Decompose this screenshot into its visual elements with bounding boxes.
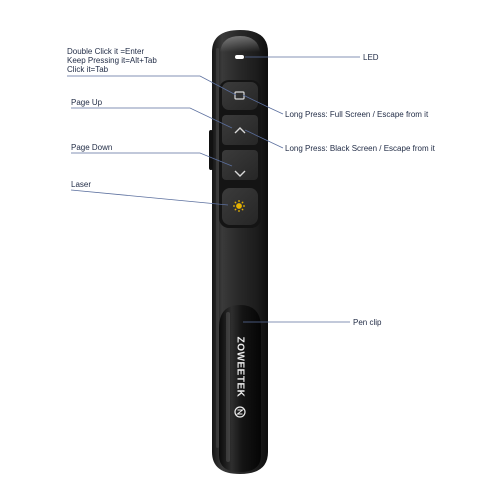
leader-page-up — [71, 107, 233, 129]
led-label: LED — [363, 53, 379, 62]
full-screen-label: Long Press: Full Screen / Escape from it — [285, 110, 429, 119]
click-tab-label: Click it=Tab — [67, 65, 109, 74]
chevron-down-icon — [234, 170, 246, 177]
chevron-up-icon — [234, 127, 246, 134]
leader-laser — [70, 189, 229, 206]
led-indicator — [235, 55, 244, 59]
zoweetek-logo-icon — [234, 406, 246, 418]
page-up-label: Page Up — [71, 98, 103, 107]
brand-text: ZOWEETEK — [234, 336, 246, 398]
page-up-button[interactable] — [222, 115, 258, 145]
leader-tab — [67, 75, 237, 96]
body-top-shine — [220, 36, 260, 52]
body-highlight — [216, 48, 219, 448]
leader-full-screen — [242, 94, 284, 115]
keep-pressing-label: Keep Pressing it=Alt+Tab — [67, 56, 157, 65]
leader-page-down — [71, 152, 233, 167]
page-down-label: Page Down — [71, 143, 113, 152]
side-ridge — [209, 130, 213, 170]
laser-label: Laser — [71, 180, 92, 189]
pen-clip-label: Pen clip — [353, 318, 382, 327]
pen-clip — [219, 305, 261, 472]
clip-shine — [226, 312, 230, 462]
page-down-button[interactable] — [222, 150, 258, 180]
tab-button-label: Double Click it =Enter Keep Pressing it=… — [67, 47, 157, 74]
double-click-label: Double Click it =Enter — [67, 47, 145, 56]
leader-black-screen — [244, 129, 284, 149]
sun-icon — [233, 200, 245, 212]
black-screen-label: Long Press: Black Screen / Escape from i… — [285, 144, 435, 153]
tab-button[interactable] — [222, 82, 258, 110]
